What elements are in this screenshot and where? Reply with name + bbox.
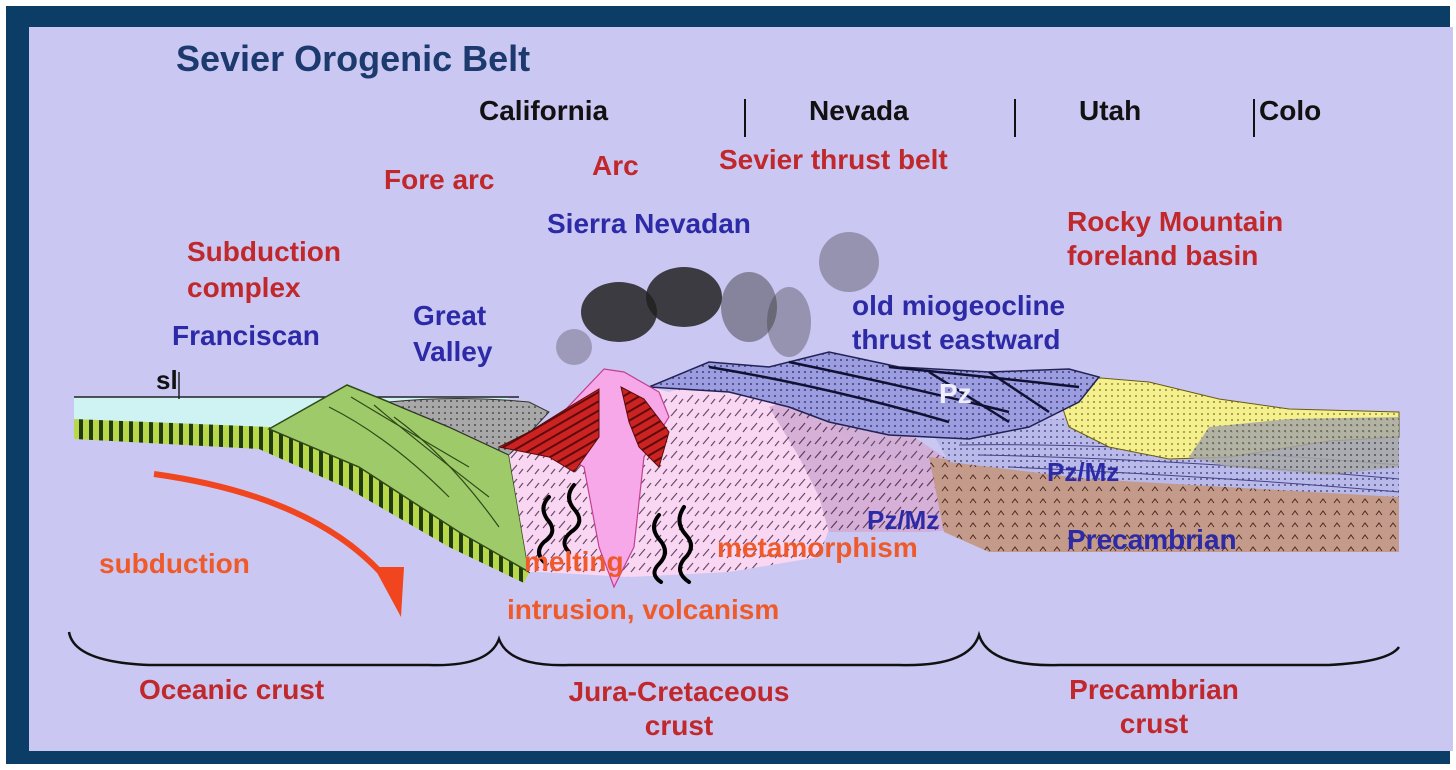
label-fore-arc: Fore arc <box>384 163 495 197</box>
label-jura-cretaceous-crust: crust <box>519 709 839 743</box>
label-great: Great <box>413 299 486 333</box>
label-valley: Valley <box>413 335 492 369</box>
ash-cloud <box>556 232 879 365</box>
label-intrusion-volcanism: intrusion, volcanism <box>507 593 779 627</box>
label-thrust-eastward: thrust eastward <box>852 323 1061 357</box>
subduction-arrowhead <box>374 567 404 617</box>
cross-section-diagram <box>29 27 1453 751</box>
state-colo: Colo <box>1259 94 1321 128</box>
label-sierra-nevadan: Sierra Nevadan <box>547 207 751 241</box>
label-franciscan: Franciscan <box>172 319 320 353</box>
diagram-panel: Sevier Orogenic Belt California Nevada U… <box>29 27 1453 751</box>
label-complex: complex <box>187 271 301 305</box>
label-rocky-mountain: Rocky Mountain <box>1067 205 1283 239</box>
label-jura-cretaceous: Jura-Cretaceous <box>519 675 839 709</box>
label-precambrian-crust-2: crust <box>1014 707 1294 741</box>
label-precambrian-layer: Precambrian <box>1067 523 1237 557</box>
label-arc: Arc <box>592 149 639 183</box>
label-subduction-arrow: subduction <box>99 547 250 581</box>
crust-braces <box>69 632 1399 665</box>
label-sevier-thrust-belt: Sevier thrust belt <box>719 143 948 177</box>
state-nevada: Nevada <box>809 94 909 128</box>
label-metamorphism: metamorphism <box>717 531 918 565</box>
state-california: California <box>479 94 608 128</box>
label-melting: melting <box>524 545 624 579</box>
label-old-miogeocline: old miogeocline <box>852 289 1065 323</box>
label-foreland-basin: foreland basin <box>1067 239 1258 273</box>
state-utah: Utah <box>1079 94 1141 128</box>
label-oceanic-crust: Oceanic crust <box>139 673 324 707</box>
label-pz-mz-east: Pz/Mz <box>1047 455 1119 489</box>
label-subduction: Subduction <box>187 235 341 269</box>
label-precambrian-crust-1: Precambrian <box>1014 673 1294 707</box>
page-title: Sevier Orogenic Belt <box>176 37 530 81</box>
label-sea-level: sl <box>156 363 178 397</box>
label-pz: Pz <box>939 377 972 411</box>
